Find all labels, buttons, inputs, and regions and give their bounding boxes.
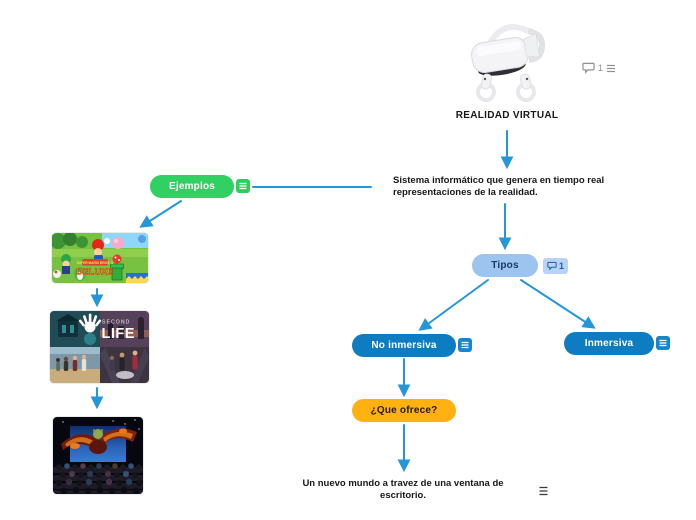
second-life-small-text: SECOND — [102, 320, 131, 326]
node-ejemplos[interactable]: Ejemplos — [150, 175, 234, 198]
theater-artwork — [53, 417, 143, 494]
node-inmersiva[interactable]: Inmersiva — [564, 332, 654, 355]
node-no-inmersiva[interactable]: No inmersiva — [352, 334, 456, 357]
second-life-life-text: LIFE — [102, 326, 135, 342]
root-comment-count: 1 — [598, 63, 604, 73]
vr-headset-illustration — [471, 24, 546, 102]
mario-logo-deluxe-text: DELUXE — [76, 267, 113, 277]
image-node-4d-theater[interactable] — [53, 417, 143, 494]
notes-icon[interactable] — [236, 179, 250, 193]
tipos-comment-badge[interactable]: 1 — [543, 258, 569, 274]
image-node-second-life[interactable]: SECOND LIFE — [50, 311, 149, 383]
image-node-mario-deluxe[interactable]: SUPER MARIO BROS. U DELUXE — [52, 233, 148, 283]
node-tipos[interactable]: Tipos — [472, 254, 538, 277]
comment-icon[interactable] — [582, 62, 595, 74]
menu-icon[interactable] — [606, 64, 616, 73]
mario-artwork: SUPER MARIO BROS. U DELUXE — [52, 233, 148, 283]
root-node-image-vr-headset[interactable] — [460, 16, 560, 108]
node-que-ofrece[interactable]: ¿Que ofrece? — [352, 399, 456, 422]
comment-icon — [547, 261, 557, 271]
notes-icon[interactable] — [656, 336, 670, 350]
definition-text-node[interactable]: Sistema informático que genera en tiempo… — [393, 175, 605, 198]
ventana-text-node[interactable]: Un nuevo mundo a travez de una ventana d… — [302, 478, 504, 501]
root-node-label[interactable]: REALIDAD VIRTUAL — [455, 110, 559, 121]
notes-icon[interactable] — [458, 338, 472, 352]
tipos-comment-count: 1 — [559, 261, 565, 271]
second-life-artwork: SECOND LIFE — [50, 311, 149, 383]
menu-icon[interactable] — [538, 486, 549, 496]
root-meta-icons: 1 — [582, 62, 616, 74]
mario-logo-small-text: SUPER MARIO BROS. U — [77, 261, 114, 265]
